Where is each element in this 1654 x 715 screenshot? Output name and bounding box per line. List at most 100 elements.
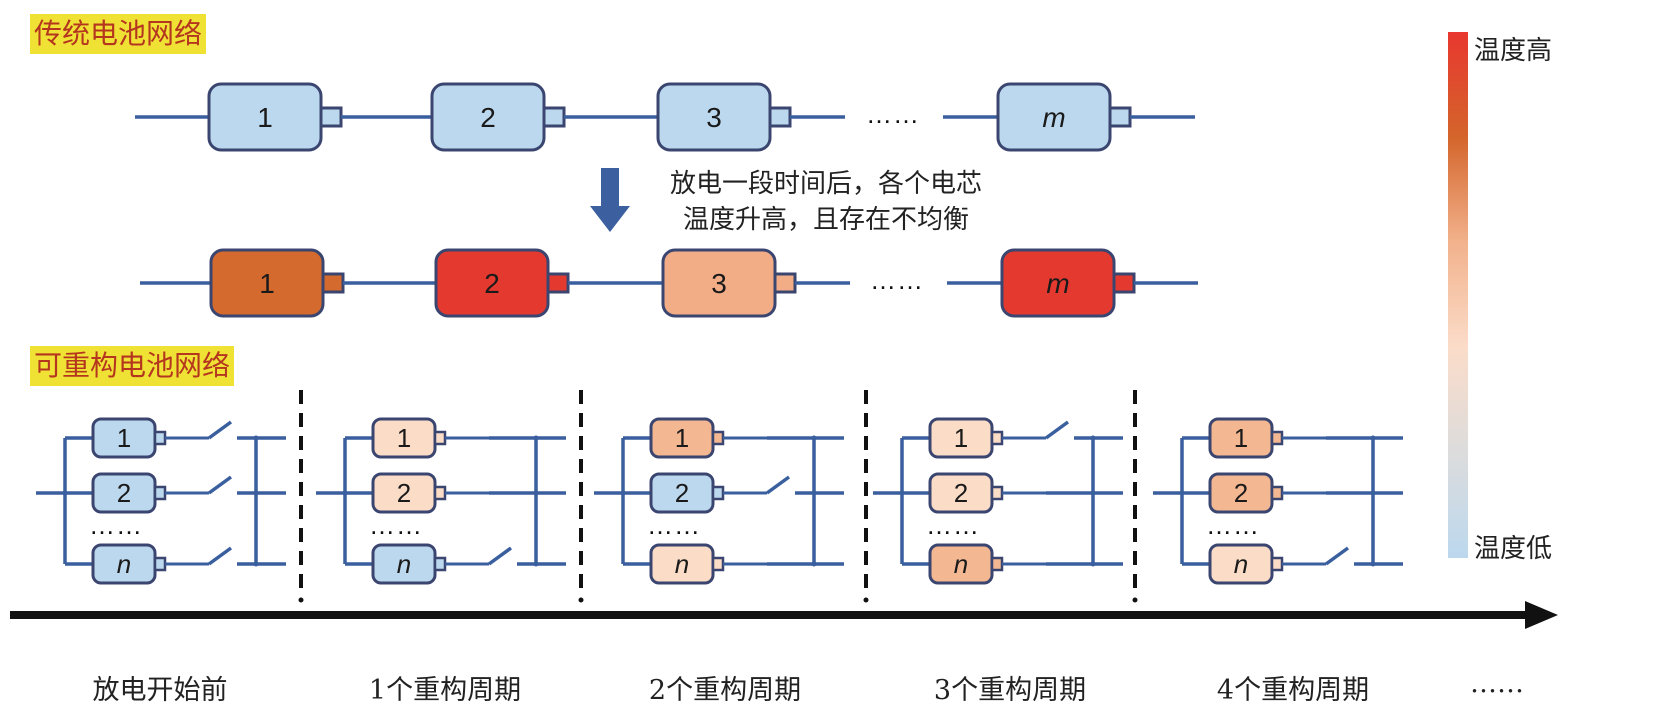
cell-label: 2 xyxy=(480,102,496,133)
switch-open xyxy=(765,475,791,495)
battery-cell-1: 1 xyxy=(371,417,447,459)
cell-label: 2 xyxy=(484,268,500,299)
cell-terminal xyxy=(153,556,167,572)
battery-cell-2: 2 xyxy=(1208,472,1284,514)
ellipsis: …… xyxy=(870,265,924,295)
timeline-more-ellipsis: …… xyxy=(1470,668,1524,699)
cell-terminal xyxy=(433,430,447,446)
battery-cell-2: 2 xyxy=(434,248,570,318)
cell-label: 1 xyxy=(954,423,968,453)
cell-label: n xyxy=(117,549,131,579)
cell-label: 1 xyxy=(259,268,275,299)
cell-label: 1 xyxy=(397,423,411,453)
period-divider-dot xyxy=(1132,597,1138,603)
ellipsis: …… xyxy=(926,510,980,540)
battery-cell-1: 1 xyxy=(207,82,343,152)
battery-cell-2: 2 xyxy=(649,472,725,514)
reconfiguration-periods: 12n……12n……12n……12n……12n…… xyxy=(36,390,1403,603)
cell-label: n xyxy=(675,549,689,579)
ellipsis: …… xyxy=(647,510,701,540)
cell-label: 2 xyxy=(954,478,968,508)
period-divider-dot xyxy=(578,597,584,603)
transition-note-line1: 放电一段时间后，各个电芯 xyxy=(669,169,982,199)
cell-terminal xyxy=(542,106,566,128)
cell-terminal xyxy=(1108,106,1132,128)
cell-label: 2 xyxy=(117,478,131,508)
cell-terminal xyxy=(321,272,345,294)
traditional-after-row: 1 2 3 …… m xyxy=(140,248,1198,318)
cell-terminal xyxy=(1270,485,1284,501)
period-divider-dot xyxy=(863,597,869,603)
temperature-colorbar xyxy=(1448,32,1468,558)
battery-cell-1: 1 xyxy=(649,417,725,459)
down-arrow-icon xyxy=(590,168,630,232)
cell-terminal xyxy=(1270,556,1284,572)
cell-terminal xyxy=(990,430,1004,446)
battery-cell-n: n xyxy=(371,543,447,585)
battery-cell-1: 1 xyxy=(209,248,345,318)
cell-label: m xyxy=(1046,268,1069,299)
battery-cell-2: 2 xyxy=(91,472,167,514)
cell-terminal xyxy=(153,430,167,446)
traditional-network-title: 传统电池网络 xyxy=(30,14,207,54)
cell-label: 2 xyxy=(397,478,411,508)
battery-cell-n: n xyxy=(91,543,167,585)
switch-open xyxy=(1324,546,1350,566)
cell-terminal xyxy=(1270,430,1284,446)
switch-open xyxy=(207,546,233,566)
period-2: 1 2 n …… xyxy=(594,417,844,585)
battery-cell-3: 3 xyxy=(656,82,792,152)
period-3: 1 2 n …… xyxy=(873,417,1123,585)
battery-cell-2: 2 xyxy=(928,472,1004,514)
switch-open xyxy=(207,420,233,440)
cell-terminal xyxy=(711,430,725,446)
cell-terminal xyxy=(711,556,725,572)
cell-terminal xyxy=(711,485,725,501)
battery-cell-1: 1 xyxy=(928,417,1004,459)
cell-label: 2 xyxy=(1234,478,1248,508)
cell-terminal xyxy=(319,106,343,128)
ellipsis: …… xyxy=(1206,510,1260,540)
cell-label: 3 xyxy=(706,102,722,133)
legend-high-label: 温度高 xyxy=(1474,36,1553,66)
timeline-label-period-4: 4个重构周期 xyxy=(1216,675,1370,706)
battery-cell-n: n xyxy=(928,543,1004,585)
cell-label: 1 xyxy=(675,423,689,453)
timeline-label-period-3: 3个重构周期 xyxy=(933,675,1087,706)
period-divider-dot xyxy=(298,597,304,603)
cell-label: 3 xyxy=(711,268,727,299)
cell-label: n xyxy=(954,549,968,579)
reconfigurable-network-title: 可重构电池网络 xyxy=(30,346,235,386)
period-0: 1 2 n …… xyxy=(36,417,286,585)
switch-open xyxy=(1044,420,1070,440)
cell-terminal xyxy=(546,272,570,294)
battery-cell-1: 1 xyxy=(1208,417,1284,459)
period-4: 1 2 n…… xyxy=(1153,417,1403,585)
transition-note-line2: 温度升高，且存在不均衡 xyxy=(682,205,969,235)
timeline-label-period-0: 放电开始前 xyxy=(92,675,228,706)
period-1: 1 2 n …… xyxy=(316,417,566,585)
cell-terminal xyxy=(773,272,797,294)
battery-cell-2: 2 xyxy=(371,472,447,514)
battery-cell-m: m xyxy=(1000,248,1136,318)
cell-label: 1 xyxy=(1234,423,1248,453)
timeline-label-period-1: 1个重构周期 xyxy=(368,675,522,706)
legend-low-label: 温度低 xyxy=(1474,534,1553,564)
ellipsis: …… xyxy=(89,510,143,540)
battery-cell-n: n xyxy=(1208,543,1284,585)
battery-cell-m: m xyxy=(996,82,1132,152)
cell-label: 1 xyxy=(257,102,273,133)
cell-label: n xyxy=(397,549,411,579)
ellipsis: …… xyxy=(369,510,423,540)
cell-label: m xyxy=(1042,102,1065,133)
cell-terminal xyxy=(1112,272,1136,294)
battery-cell-n: n xyxy=(649,543,725,585)
timeline-label-period-2: 2个重构周期 xyxy=(648,675,802,706)
cell-terminal xyxy=(433,556,447,572)
cell-label: 2 xyxy=(675,478,689,508)
battery-cell-2: 2 xyxy=(430,82,566,152)
transition-note: 放电一段时间后，各个电芯 温度升高，且存在不均衡 xyxy=(636,166,1016,238)
cell-terminal xyxy=(433,485,447,501)
cell-label: 1 xyxy=(117,423,131,453)
